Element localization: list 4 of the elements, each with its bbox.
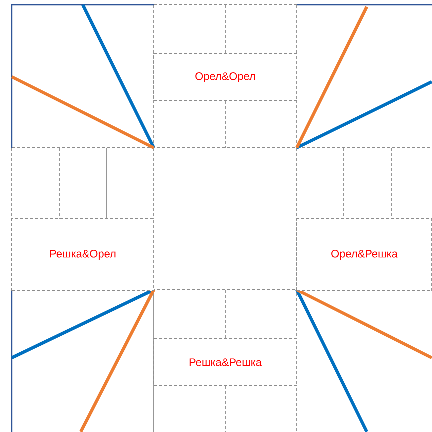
label-cell: Решка&Решка	[154, 338, 298, 386]
label-cell: Орел&Решка	[296, 218, 432, 292]
label-cell: Орел&Орел	[154, 54, 298, 102]
label-cell: Решка&Орел	[12, 218, 154, 292]
